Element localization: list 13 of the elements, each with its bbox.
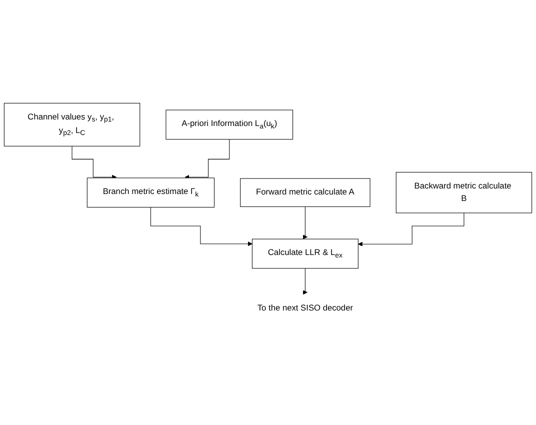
arrow xyxy=(150,206,252,246)
node-box: A-priori Information L$_{a}$(u$_{k}$) xyxy=(166,109,294,140)
arrow xyxy=(184,138,230,179)
arrow xyxy=(302,206,308,239)
arrow xyxy=(72,145,117,179)
arrow xyxy=(358,212,464,246)
node-box: Branch metric estimate Γ$_{k}$ xyxy=(86,177,215,208)
node-box: Backward metric calculate B xyxy=(396,172,532,213)
node-text: To the next SISO decoder xyxy=(257,303,353,312)
node-box: Forward metric calculate A xyxy=(240,178,370,207)
arrow xyxy=(302,268,308,294)
node-box: Calculate LLR & L$_{ex}$ xyxy=(252,238,358,268)
node-box: Channel values y$_{s}$, y$_{p1}$, y$_{p2}$, L$_{C}$ xyxy=(4,102,140,146)
